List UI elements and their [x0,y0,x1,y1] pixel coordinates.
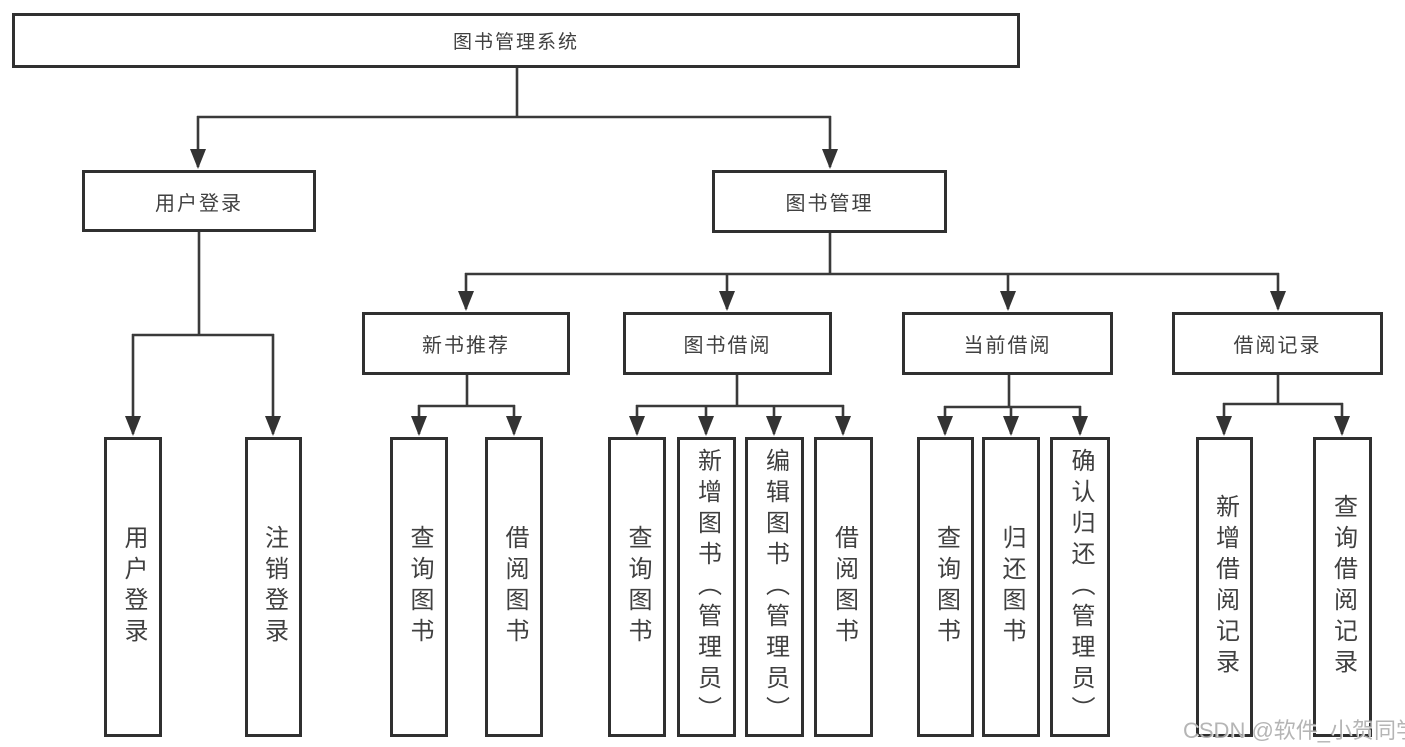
leaf-query-books-recommend: 查询图书 [390,437,448,737]
leaf-borrow-books-borrowing: 借阅图书 [814,437,873,737]
leaf-query-books-recommend-label: 查询图书 [406,525,433,649]
node-book-borrowing: 图书借阅 [623,312,832,375]
leaf-return-books: 归还图书 [982,437,1040,737]
leaf-query-books-borrowing: 查询图书 [608,437,666,737]
leaf-borrow-books-recommend-label: 借阅图书 [501,525,528,649]
leaf-query-books-current-label: 查询图书 [932,525,960,649]
connector-new-book-children [411,375,522,436]
connector-book-borrow-children [629,375,851,436]
connector-root-to-level2 [190,68,838,169]
node-book-borrowing-label: 图书借阅 [683,335,772,357]
node-borrowing-records-label: 借阅记录 [1233,335,1322,357]
node-current-borrowing: 当前借阅 [902,312,1113,375]
node-root-library-system: 图书管理系统 [12,13,1020,68]
leaf-query-books-borrowing-label: 查询图书 [624,525,651,649]
connector-book-management-children [458,233,1286,311]
leaf-add-borrow-record: 新增借阅记录 [1196,437,1253,737]
node-root-label: 图书管理系统 [452,32,579,53]
leaf-query-books-current: 查询图书 [917,437,974,737]
leaf-query-borrow-record: 查询借阅记录 [1313,437,1372,737]
leaf-user-login-label: 用户登录 [120,525,147,649]
leaf-edit-books-admin: 编辑图书（管理员） [745,437,804,737]
node-user-login: 用户登录 [82,170,316,232]
connector-current-borrow-children [937,375,1088,436]
node-borrowing-records: 借阅记录 [1172,312,1383,375]
leaf-borrow-books-borrowing-label: 借阅图书 [830,525,858,649]
node-new-book-recommendation: 新书推荐 [362,312,570,375]
csdn-watermark: CSDN @软件_小贺同学 [1183,718,1405,743]
leaf-edit-books-admin-label: 编辑图书（管理员） [761,447,789,727]
leaf-add-books-admin: 新增图书（管理员） [677,437,736,737]
leaf-query-borrow-record-label: 查询借阅记录 [1329,494,1357,680]
leaf-add-borrow-record-label: 新增借阅记录 [1211,494,1239,680]
node-book-management-label: 图书管理 [785,193,874,215]
node-user-login-label: 用户登录 [155,192,243,215]
leaf-logout: 注销登录 [245,437,302,737]
node-book-management: 图书管理 [712,170,947,233]
node-new-book-recommendation-label: 新书推荐 [422,335,510,357]
leaf-logout-label: 注销登录 [260,525,288,649]
leaf-confirm-return-admin: 确认归还（管理员） [1050,437,1110,737]
connector-borrow-records-children [1216,375,1350,436]
leaf-user-login: 用户登录 [104,437,162,737]
leaf-borrow-books-recommend: 借阅图书 [485,437,543,737]
leaf-confirm-return-admin-label: 确认归还（管理员） [1067,447,1094,727]
leaf-return-books-label: 归还图书 [998,525,1025,649]
node-current-borrowing-label: 当前借阅 [963,335,1052,357]
connector-user-login-children [125,232,281,436]
leaf-add-books-admin-label: 新增图书（管理员） [693,447,721,727]
